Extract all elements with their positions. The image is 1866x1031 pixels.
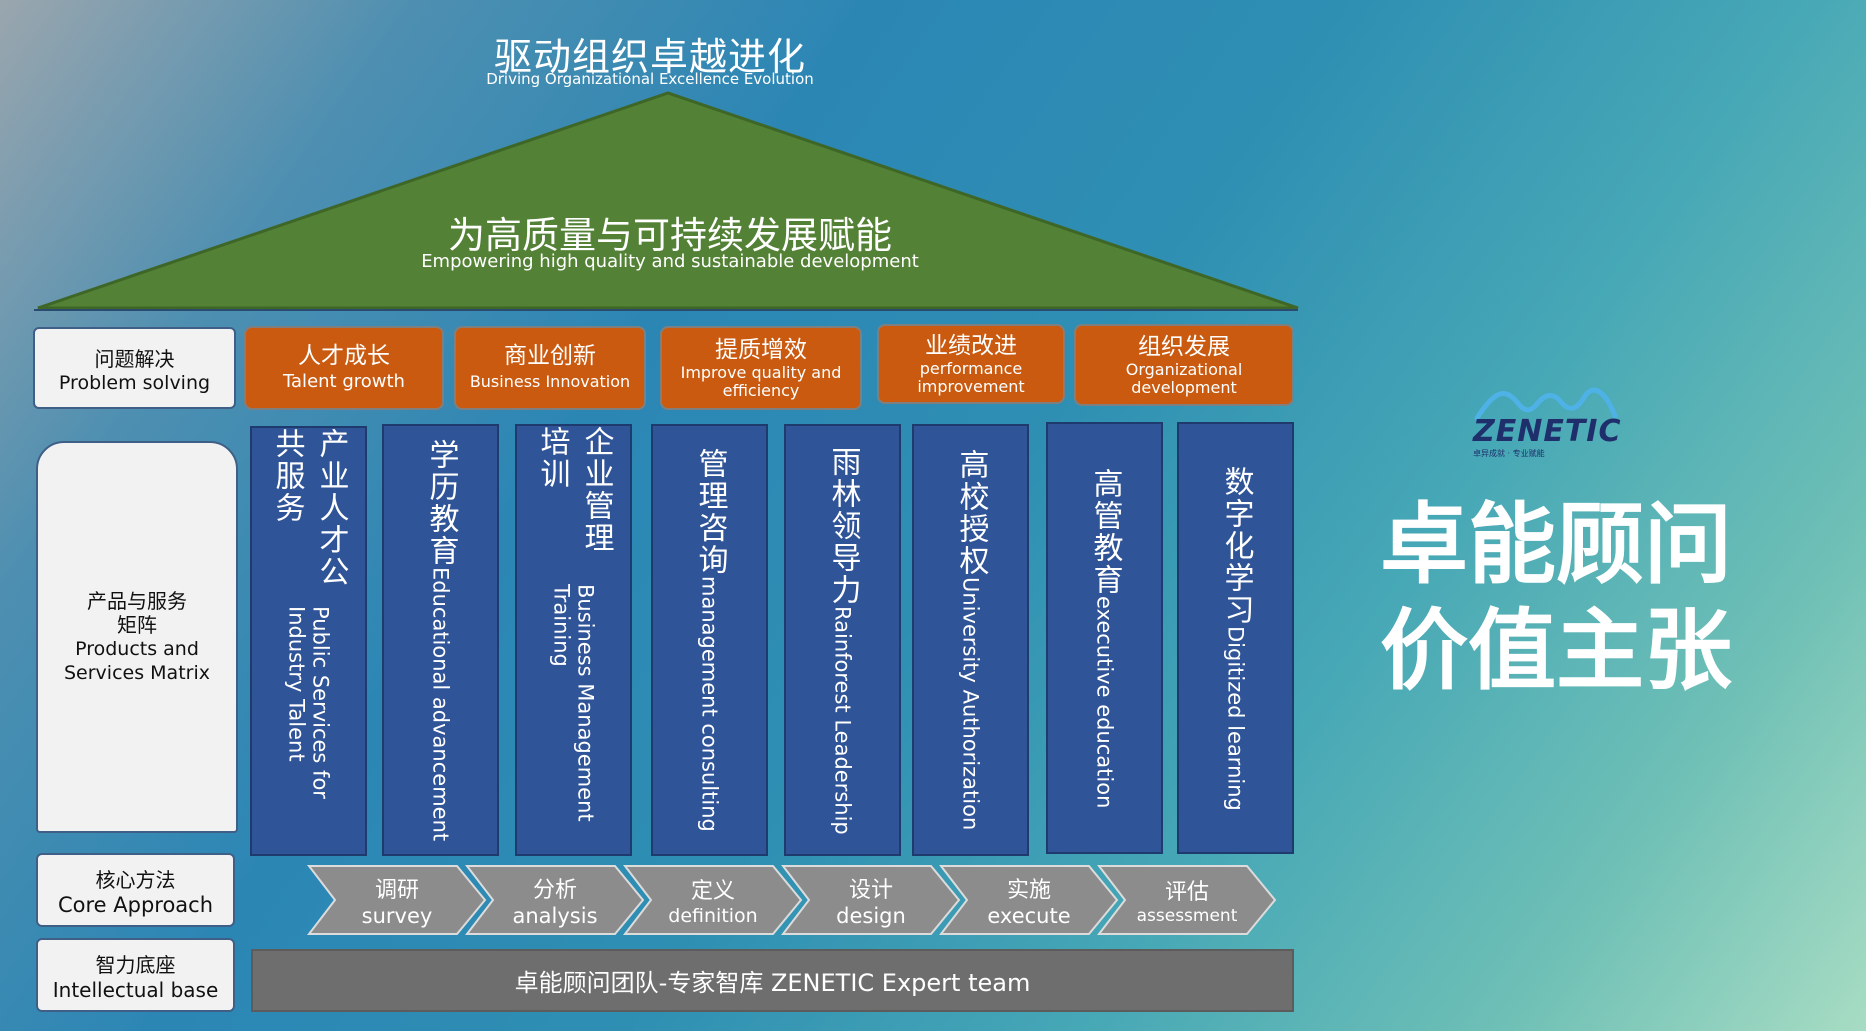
- expert-team-bar: 卓能顾问团队-专家智库 ZENETIC Expert team: [251, 949, 1294, 1012]
- row-label-en-2: Services Matrix: [64, 662, 210, 684]
- pillar-cn: 数字化学习: [1218, 465, 1254, 626]
- goal-talent-growth: 人才成长 Talent growth: [244, 326, 444, 410]
- step-cn: 评估: [1164, 880, 1209, 905]
- logo-wordmark: ZENETIC: [1473, 414, 1622, 449]
- step-cn: 定义: [690, 879, 735, 904]
- pillar-en: Business Management Training: [549, 584, 598, 822]
- goal-en: Talent growth: [283, 371, 405, 392]
- row-label-core-approach: 核心方法 Core Approach: [36, 853, 235, 927]
- step-en: survey: [361, 904, 433, 928]
- row-label-en: Core Approach: [57, 892, 214, 917]
- goal-cn: 人才成长: [298, 343, 390, 369]
- logo-mountain-icon: [1474, 387, 1618, 421]
- roof-title: 为高质量与可持续发展赋能: [448, 214, 892, 257]
- step-cn: 调研: [374, 878, 419, 903]
- zenetic-logo: ZENETIC 卓异成就 · 专业赋能: [1465, 380, 1625, 460]
- pillar-cn: 高校授权: [953, 449, 989, 578]
- pillar-en: management consulting: [697, 576, 722, 832]
- goal-cn: 组织发展: [1138, 334, 1230, 360]
- pillar-cn: 雨林领导力: [825, 445, 861, 606]
- goal-cn: 提质增效: [715, 337, 807, 363]
- page-subtitle: Driving Organizational Excellence Evolut…: [486, 70, 814, 88]
- goal-cn: 业绩改进: [925, 333, 1017, 359]
- pillar-en: University Authorization: [958, 577, 983, 831]
- pillar-en: executive education: [1092, 595, 1117, 809]
- row-label-en: Products and: [75, 638, 199, 660]
- step-en: design: [836, 904, 906, 928]
- goal-en-2: development: [1131, 378, 1237, 397]
- step-en: assessment: [1136, 906, 1238, 926]
- row-label-intellectual-base: 智力底座 Intellectual base: [36, 938, 235, 1012]
- row-label-cn: 核心方法: [95, 867, 176, 892]
- goal-performance-improvement: 业绩改进 performance improvement: [877, 324, 1065, 404]
- goal-cn: 商业创新: [504, 343, 596, 369]
- row-label-en: Intellectual base: [52, 977, 219, 1002]
- row-label-en: Problem solving: [58, 371, 211, 394]
- goal-en: Improve quality and: [680, 363, 842, 382]
- logo-tagline: 卓异成就 · 专业赋能: [1473, 449, 1545, 458]
- row-label-cn-2: 矩阵: [117, 613, 157, 637]
- step-en: analysis: [512, 904, 598, 928]
- row-label-cn: 智力底座: [95, 952, 176, 977]
- goal-en: Organizational: [1125, 360, 1243, 379]
- brand-line-1: 卓能顾问: [1380, 493, 1733, 596]
- pillar-public-services: 产业人才公共服务 Public Services for Industry Tal…: [250, 426, 367, 856]
- goal-en-2: improvement: [917, 377, 1025, 396]
- goal-organizational-development: 组织发展 Organizational development: [1074, 324, 1294, 406]
- step-en: definition: [668, 905, 758, 927]
- step-cn: 分析: [532, 878, 577, 903]
- pillar-cn: 高管教育: [1087, 467, 1123, 596]
- pillar-cn: 学历教育: [423, 438, 459, 567]
- pillar-en: Educational advancement: [428, 566, 453, 842]
- goal-business-innovation: 商业创新 Business Innovation: [454, 326, 646, 410]
- pillar-cn: 产业人才公共服务: [269, 428, 349, 588]
- page-title: 驱动组织卓越进化: [493, 35, 806, 79]
- goal-en-2: efficiency: [722, 381, 800, 400]
- step-cn: 实施: [1006, 878, 1051, 903]
- row-label-cn: 产品与服务: [87, 589, 187, 613]
- brand-line-2: 价值主张: [1380, 599, 1733, 702]
- pillar-cn: 企业管理培训: [534, 426, 614, 554]
- logo-text: ZENETIC: [1473, 414, 1622, 449]
- brand-headline: 卓能顾问 价值主张: [1380, 492, 1780, 704]
- row-label-products-services: 产品与服务 矩阵 Products and Services Matrix: [36, 441, 238, 833]
- step-en: execute: [987, 904, 1071, 928]
- roof-subtitle: Empowering high quality and sustainable …: [421, 251, 919, 272]
- pillar-en: Public Services for Industry Talent: [284, 606, 333, 800]
- pillar-business-management-training: 企业管理培训 Business Management Training: [515, 424, 632, 856]
- pillar-en: Rainforest Leadership: [830, 605, 855, 835]
- pillar-en: Digitized learning: [1223, 625, 1248, 811]
- pillar-cn: 管理咨询: [692, 448, 728, 577]
- step-cn: 设计: [848, 878, 893, 903]
- goal-en: Business Innovation: [469, 372, 631, 391]
- goal-en: performance: [919, 359, 1023, 378]
- row-label-cn: 问题解决: [94, 346, 175, 371]
- row-label-problem-solving: 问题解决 Problem solving: [33, 327, 236, 409]
- goal-quality-efficiency: 提质增效 Improve quality and efficiency: [660, 326, 862, 410]
